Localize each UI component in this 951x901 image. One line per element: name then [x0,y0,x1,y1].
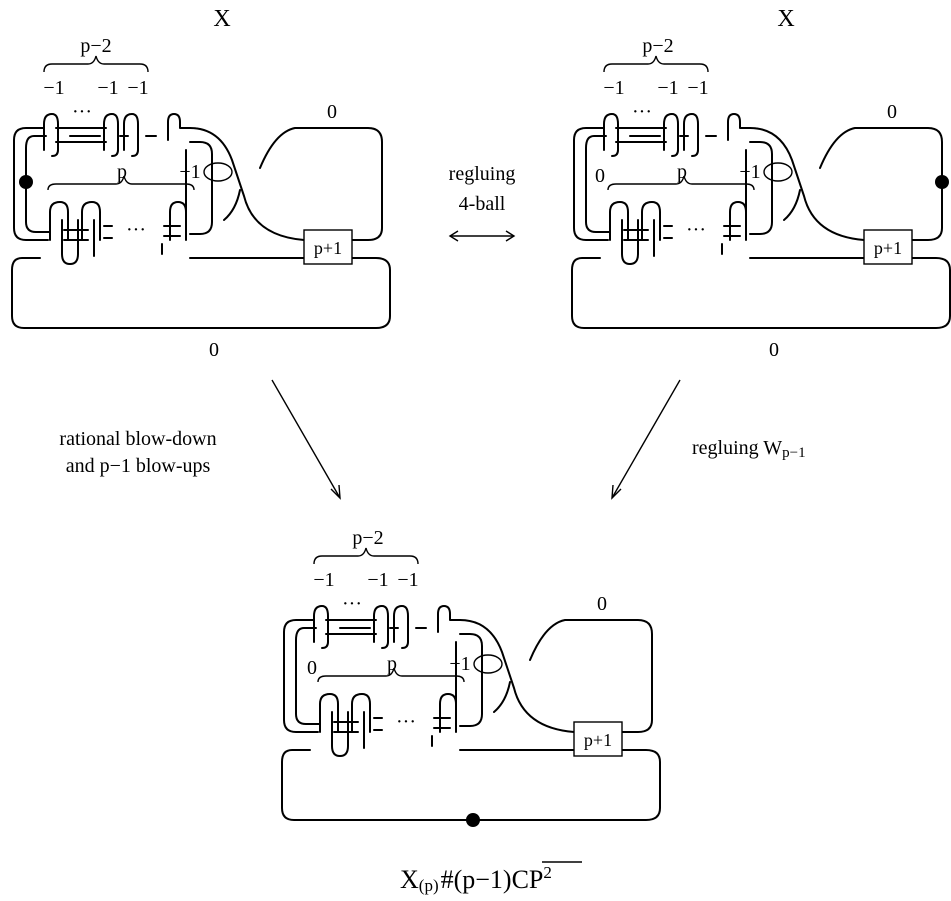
result-x: X [400,865,419,894]
arrow-right-label: regluing Wp−1 [692,437,806,461]
dot-handle-marker [466,813,480,827]
box-label: p+1 [314,238,342,258]
small-coeff-label: −1 [179,161,200,183]
dots-mid: ··· [686,219,706,241]
framing-right-label: 0 [597,593,607,615]
dots-top: ··· [72,101,92,123]
result-mult: (p−1) [454,865,512,894]
diagram-top-right: X p−2 −1 −1 −1 ··· 0 0 −1 p ··· p+1 0 [572,6,950,361]
inner-label: 0 [307,657,317,679]
result-formula: X(p)#(p−1)CP2 [400,863,552,895]
diagram-title: X [777,6,794,32]
coeff-3: −1 [127,77,148,99]
brace-mid-label: p [387,653,397,675]
brace-mid-label: p [677,161,687,183]
result-sup: 2 [543,863,552,882]
box-label: p+1 [584,730,612,750]
arrow-horizontal-label-1: regluing [449,163,516,185]
coeff-1: −1 [43,77,64,99]
inner-label: 0 [595,165,605,187]
dots-mid: ··· [126,219,146,241]
framing-right-label: 0 [327,101,337,123]
coeff-3: −1 [687,77,708,99]
arrow-horizontal-label-2: 4-ball [459,193,506,215]
result-hash: # [441,865,454,894]
brace-mid-label: p [117,161,127,183]
framing-right-label: 0 [887,101,897,123]
arrow-shaft [612,380,680,498]
diagram-title: X [213,6,230,32]
diagram-top-left: X p−2 −1 −1 −1 ··· 0 −1 p ··· p+1 0 [12,6,390,361]
result-caption: X(p)#(p−1)CP2 [400,862,582,895]
brace-top-label: p−2 [642,35,673,57]
coeff-1: −1 [603,77,624,99]
arrow-left-label-1: rational blow-down [59,428,216,450]
bottom-framing-label: 0 [769,339,779,361]
arrow-right-label-sub: p−1 [782,445,805,461]
result-sub: (p) [419,876,439,895]
arrow-left-down: rational blow-down and p−1 blow-ups [59,380,340,498]
small-coeff-label: −1 [449,653,470,675]
arrow-right-down: regluing Wp−1 [612,380,806,498]
coeff-3: −1 [397,569,418,591]
brace-top-label: p−2 [80,35,111,57]
dots-mid: ··· [396,711,416,733]
coeff-1: −1 [313,569,334,591]
result-cp: CP [512,865,544,894]
coeff-2: −1 [367,569,388,591]
small-coeff-label: −1 [739,161,760,183]
arrow-horizontal: regluing 4-ball [449,163,516,241]
dots-top: ··· [342,593,362,615]
dot-handle-marker [19,175,33,189]
brace-top-label: p−2 [352,527,383,549]
coeff-2: −1 [97,77,118,99]
arrow-right-label-main: regluing W [692,437,782,459]
box-label: p+1 [874,238,902,258]
arrow-left-label-2: and p−1 blow-ups [66,455,211,477]
dots-top: ··· [632,101,652,123]
dot-handle-marker [935,175,949,189]
diagram-bottom: p−2 −1 −1 −1 ··· 0 0 −1 p ··· p+1 [282,527,660,827]
coeff-2: −1 [657,77,678,99]
arrow-shaft [272,380,340,498]
bottom-framing-label: 0 [209,339,219,361]
